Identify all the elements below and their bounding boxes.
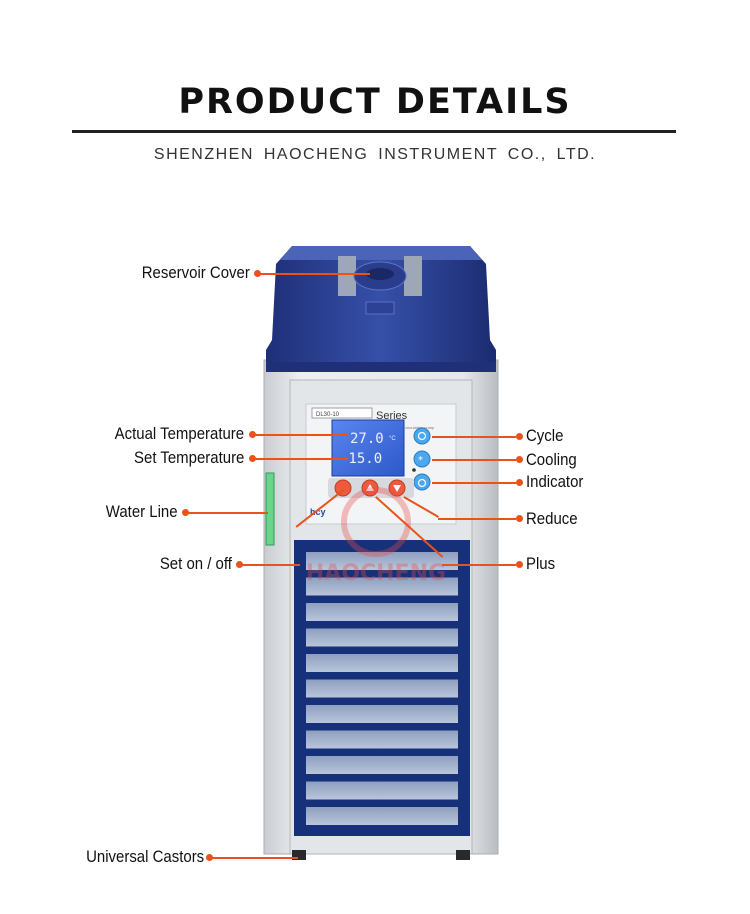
vent-slat [306, 603, 458, 621]
label-universal-castors: Universal Castors [85, 847, 204, 866]
callout-dot-onoff [236, 561, 243, 568]
page-title: PRODUCT DETAILS [178, 82, 572, 122]
cooling-button[interactable] [413, 450, 431, 468]
water-line-window [265, 472, 275, 546]
down-arrow-icon [393, 485, 401, 492]
callout-line-castors [210, 857, 298, 859]
castors [292, 850, 470, 860]
label-indicator: Indicator [526, 472, 584, 491]
callout-dot-set [249, 455, 256, 462]
title-divider [72, 130, 676, 133]
callout-line-plus [442, 564, 516, 566]
callout-line-actual [253, 434, 348, 436]
vent-slat [306, 807, 458, 825]
vent-slat [306, 730, 458, 749]
vent-slat [306, 577, 458, 596]
callout-dot-reservoir [254, 270, 261, 277]
callout-dot-castors [206, 854, 213, 861]
label-cooling: Cooling [526, 450, 577, 469]
watermark-text: HAOCHENG [306, 561, 446, 586]
callout-dot-water [182, 509, 189, 516]
power-indicator-button[interactable] [413, 473, 431, 491]
label-actual-temperature: Actual Temperature [114, 424, 244, 443]
label-set-on-off: Set on / off [159, 554, 232, 573]
label-cycle: Cycle [526, 426, 564, 445]
callout-dot-indicator [516, 479, 523, 486]
label-set-temperature: Set Temperature [133, 448, 244, 467]
snowflake-icon: * [418, 455, 423, 466]
panel-series: Series [376, 410, 408, 422]
vent-slat [306, 628, 458, 647]
callout-dot-cooling [516, 456, 523, 463]
set-temp-readout: -15.0 [340, 451, 382, 467]
vent-door [294, 540, 470, 836]
up-arrow-icon [366, 484, 374, 491]
callout-line-reduce [438, 518, 516, 520]
callout-dot-cycle [516, 433, 523, 440]
vent-slat [306, 756, 458, 774]
vent-slat [306, 552, 458, 570]
label-plus: Plus [526, 554, 556, 573]
power-icon [417, 478, 427, 488]
indicator-light [412, 468, 416, 472]
reservoir-lid [266, 246, 496, 372]
vent-slat [306, 679, 458, 698]
cycle-icon [417, 431, 427, 441]
callout-line-set [253, 458, 348, 460]
vent-slat [306, 781, 458, 800]
callout-line-cooling [432, 459, 516, 461]
actual-temp-readout: 27.0 [350, 431, 384, 447]
label-reduce: Reduce [526, 509, 578, 528]
callout-line-cycle [432, 436, 516, 438]
control-panel: DL30-10 Series Low temperature coolant c… [305, 403, 457, 525]
label-water-line: Water Line [106, 502, 178, 521]
callout-line-reservoir [258, 273, 370, 275]
brand-mark: hcy [310, 507, 326, 517]
company-name: SHENZHEN HAOCHENG INSTRUMENT CO., LTD. [153, 146, 597, 163]
callout-dot-actual [249, 431, 256, 438]
temp-unit: °C [389, 436, 396, 442]
callout-dot-reduce [516, 515, 523, 522]
vent-slat [306, 705, 458, 723]
cycle-button[interactable] [413, 427, 431, 445]
vent-slat [306, 654, 458, 672]
callout-dot-plus [516, 561, 523, 568]
callout-line-indicator [432, 482, 516, 484]
callout-line-onoff [240, 564, 300, 566]
lcd-display [331, 419, 405, 477]
callout-line-water [186, 512, 268, 514]
label-reservoir-cover: Reservoir Cover [141, 263, 250, 282]
watermark: HAOCHENG [306, 487, 446, 586]
panel-model: DL30-10 [316, 412, 340, 418]
